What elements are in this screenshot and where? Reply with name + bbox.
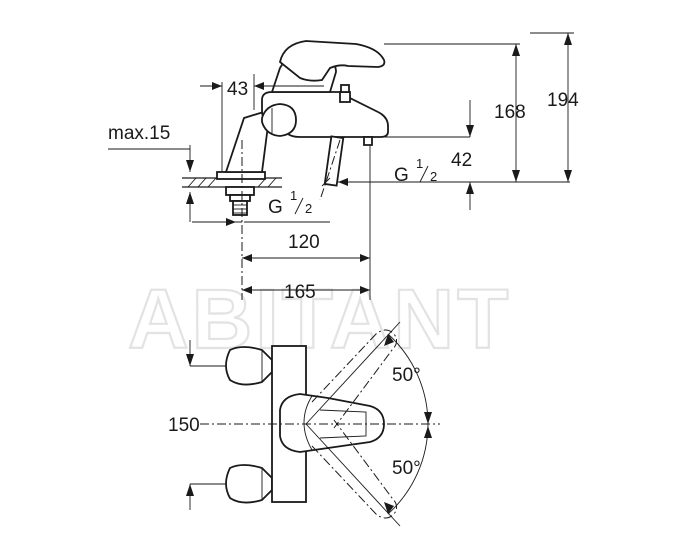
spout-outlet [363,136,373,146]
lever-handle [278,40,386,82]
label-thread-upper-num: 1 [416,156,423,171]
label-thread-lower-den: 2 [305,201,312,216]
label-angle-top: 50° [392,365,421,386]
label-thread-upper: G [394,165,409,186]
label-thread-lower: G [268,197,283,218]
watermark-text: ABITANT [128,272,511,366]
side-view-dimension-lines [108,32,574,300]
label-dim-150: 150 [168,415,200,436]
label-dim-165: 165 [284,282,316,303]
diverter-knob [339,91,351,103]
label-dim-43: 43 [227,79,248,100]
label-dim-42: 42 [451,150,472,171]
front-lever-handle [279,393,385,453]
label-dim-120: 120 [288,232,320,253]
top-union [225,346,273,386]
front-view-dimension-lines [186,321,440,527]
label-thread-upper-den: 2 [430,169,437,184]
label-dim-max15: max.15 [108,123,170,144]
side-view-faucet [182,40,389,216]
side-nut [261,103,297,137]
label-dim-168: 168 [494,102,526,123]
label-angle-bottom: 50° [392,458,421,479]
mounting-nut [216,171,266,216]
bottom-union [225,464,273,504]
label-thread-lower-num: 1 [290,188,297,203]
label-dim-194: 194 [547,90,579,111]
